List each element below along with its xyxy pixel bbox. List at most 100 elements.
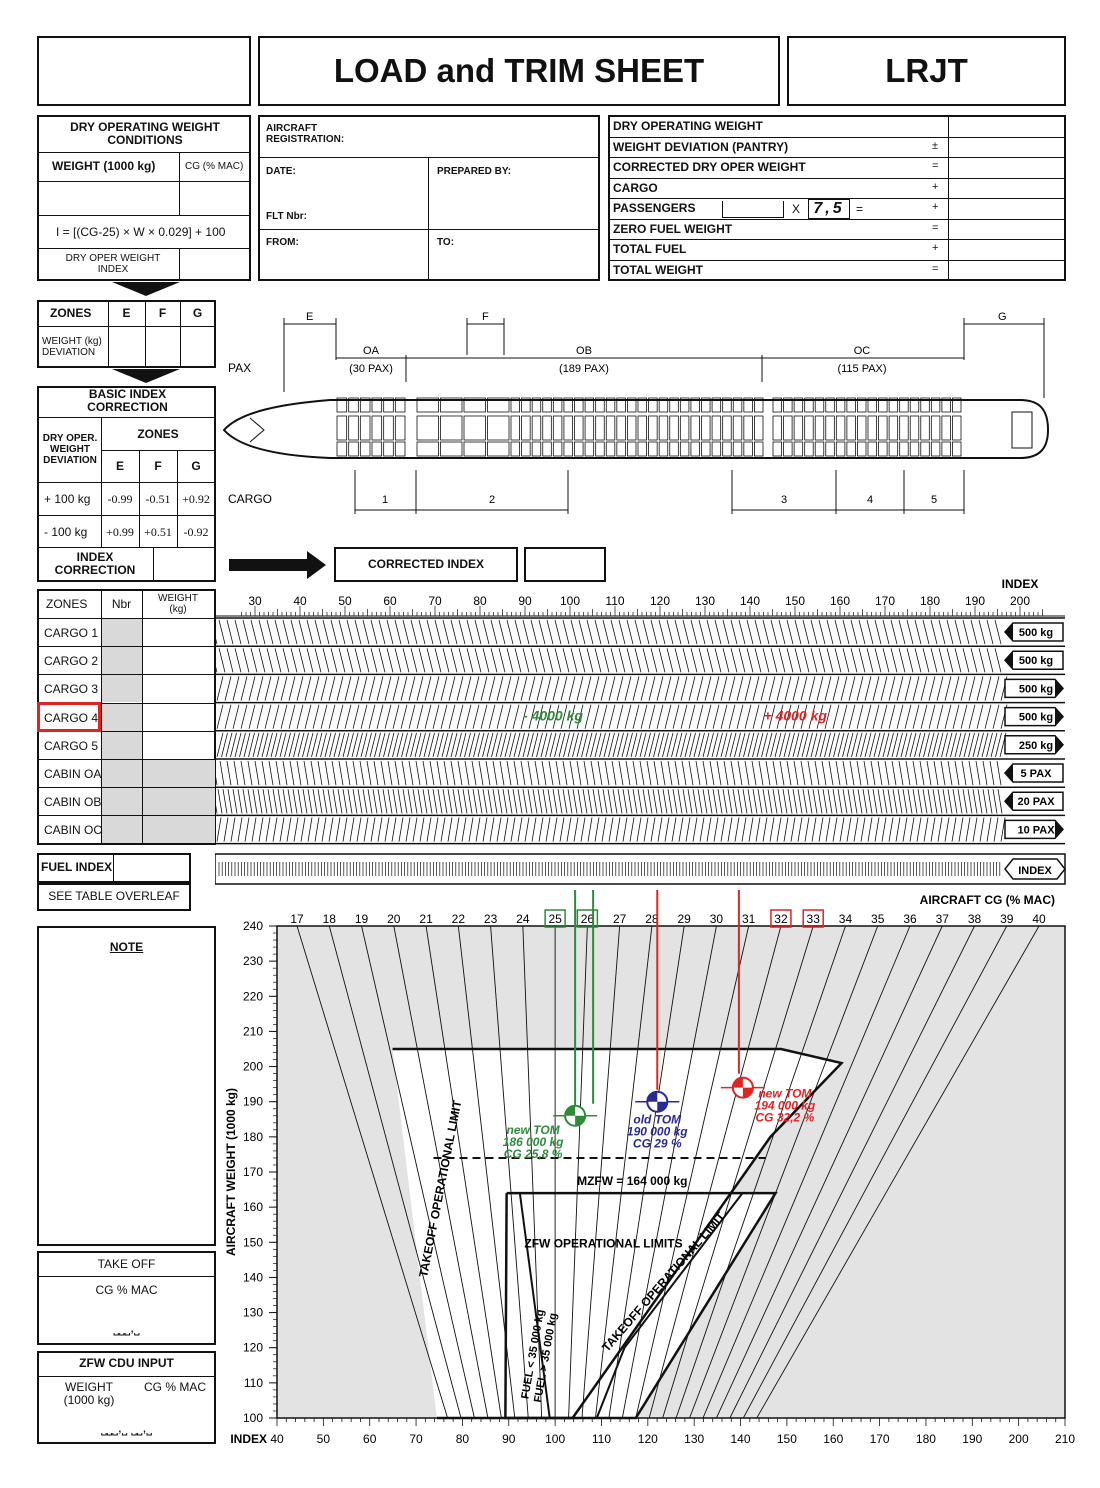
flight-info-box	[258, 115, 600, 281]
fuel-index-box	[37, 853, 191, 883]
summary-row-value-field[interactable]	[951, 240, 1063, 258]
dow-weight-field[interactable]	[40, 183, 176, 211]
new-tom-red-label-line-0: new TOM	[758, 1087, 812, 1101]
summary-row-value-field[interactable]	[951, 117, 1063, 135]
load-row-weight-field[interactable]	[143, 675, 215, 702]
summary-row-label: DRY OPERATING WEIGHT	[613, 119, 763, 133]
index-tick-label: 100	[560, 594, 580, 608]
passenger-multiplier-value: 7,5	[808, 199, 850, 219]
passenger-multiplier-sign: X	[792, 202, 801, 216]
x-tick-label: 150	[777, 1432, 797, 1446]
registration-label: AIRCRAFT REGISTRATION:	[266, 123, 345, 145]
summary-row-value-field[interactable]	[951, 158, 1063, 176]
load-row-label: CABIN OB	[44, 795, 102, 809]
load-row-nbr-field[interactable]	[102, 816, 142, 843]
load-row-label: CABIN OC	[44, 823, 103, 837]
plus-4000-label: + 4000 kg	[764, 708, 828, 724]
cg-line	[621, 926, 717, 1418]
cg-line	[716, 926, 943, 1418]
load-row-label: CARGO 4	[44, 711, 99, 725]
corrected-index-field[interactable]	[524, 547, 606, 582]
x-tick-label: 50	[317, 1432, 331, 1446]
unit-tag-label: 500 kg	[1019, 712, 1053, 724]
unit-tag-label: 500 kg	[1019, 683, 1053, 695]
title-box: LOAD and TRIM SHEET	[258, 36, 780, 106]
cg-tick-label: 29	[677, 912, 691, 926]
load-row-nbr-field[interactable]	[102, 760, 142, 787]
load-row-nbr-field[interactable]	[102, 732, 142, 759]
cg-tick-label: 17	[290, 912, 304, 926]
y-tick-label: 160	[243, 1200, 263, 1214]
cg-line	[635, 926, 750, 1418]
summary-row-label: ZERO FUEL WEIGHT	[613, 222, 733, 236]
cargo-label: CARGO	[228, 492, 272, 506]
flt-nbr-label: FLT Nbr:	[266, 211, 307, 222]
index-tick-label: 160	[830, 594, 850, 608]
load-row-nbr-field[interactable]	[102, 704, 142, 731]
load-row-nbr-field[interactable]	[102, 788, 142, 815]
x-tick-label: 110	[592, 1432, 611, 1446]
cg-line	[581, 926, 621, 1418]
y-tick-label: 190	[243, 1095, 263, 1109]
cg-tick-label: 34	[839, 912, 853, 926]
takeoff-title: TAKE OFF	[97, 1257, 156, 1271]
passenger-count-field[interactable]	[722, 201, 784, 218]
zone-g-header: G	[192, 306, 203, 320]
x-tick-label: 130	[684, 1432, 704, 1446]
x-tick-label: 80	[456, 1432, 470, 1446]
dow-index-field[interactable]	[182, 250, 248, 278]
index-correction-field[interactable]	[156, 549, 214, 579]
summary-row-value-field[interactable]	[951, 179, 1063, 197]
load-row-weight-field[interactable]	[143, 760, 215, 787]
summary-row-value-field[interactable]	[951, 261, 1063, 279]
down-arrow-2	[112, 369, 180, 383]
dow-index-formula: I = [(CG-25) × W × 0.029] + 100	[56, 225, 226, 239]
load-row-nbr-field[interactable]	[102, 619, 142, 646]
load-row-weight-field[interactable]	[143, 619, 215, 646]
section-oa-pax: (30 PAX)	[349, 363, 393, 375]
index-tick-label: 110	[605, 594, 624, 608]
summary-row-value-field[interactable]	[951, 199, 1063, 217]
takeoff-right-line-lower	[595, 1347, 626, 1419]
zone-e-header: E	[122, 306, 131, 320]
summary-row-value-field[interactable]	[951, 138, 1063, 156]
load-row-weight-field[interactable]	[143, 732, 215, 759]
cg-tick-label: 40	[1032, 912, 1046, 926]
section-ob-pax: (189 PAX)	[559, 363, 609, 375]
cg-line	[361, 926, 475, 1418]
page-title: LOAD and TRIM SHEET	[333, 52, 705, 89]
cg-line	[568, 926, 588, 1418]
load-row-weight-field[interactable]	[143, 704, 215, 731]
index-tick-label: 130	[695, 594, 715, 608]
cg-tick-label: 21	[419, 912, 433, 926]
load-row-nbr-field[interactable]	[102, 675, 142, 702]
cg-axis-title: AIRCRAFT CG (% MAC)	[920, 893, 1055, 907]
unit-tag-right	[1004, 819, 1065, 840]
dow-cg-field[interactable]	[182, 183, 248, 211]
summary-row-value-field[interactable]	[951, 220, 1063, 238]
dow-cg-label: CG (% MAC)	[185, 161, 244, 172]
hold-1-label: 1	[382, 494, 388, 506]
cg-line	[729, 926, 975, 1418]
cg-line	[328, 926, 462, 1418]
mzfw-label: MZFW = 164 000 kg	[577, 1174, 687, 1188]
load-row-weight-field[interactable]	[143, 788, 215, 815]
unit-tag-label: 5 PAX	[1021, 768, 1053, 780]
cg-line	[490, 926, 529, 1418]
prepared-by-label: PREPARED BY:	[437, 166, 512, 177]
fuel-index-field[interactable]	[116, 855, 188, 881]
summary-row-label: CORRECTED DRY OPER WEIGHT	[613, 160, 806, 174]
takeoff-cg-field[interactable]: ⎵⎵⎵,⎵	[113, 1319, 140, 1335]
summary-row-sign: =	[932, 263, 939, 275]
cg-tick-label: 38	[968, 912, 982, 926]
bic-row-plus-label: + 100 kg	[44, 492, 91, 506]
load-row-weight-field[interactable]	[143, 647, 215, 674]
load-row-nbr-field[interactable]	[102, 647, 142, 674]
unit-tag-label: 500 kg	[1019, 655, 1053, 667]
bic-row-plus-g: +0.92	[182, 492, 210, 506]
load-row-weight-field[interactable]	[143, 816, 215, 843]
date-label: DATE:	[266, 166, 296, 177]
cg-tick-highlight	[802, 909, 824, 928]
zfw-envelope-outline	[504, 1191, 778, 1420]
zfw-cdu-field[interactable]: ⎵⎵⎵,⎵ ⎵⎵,⎵	[101, 1419, 152, 1435]
